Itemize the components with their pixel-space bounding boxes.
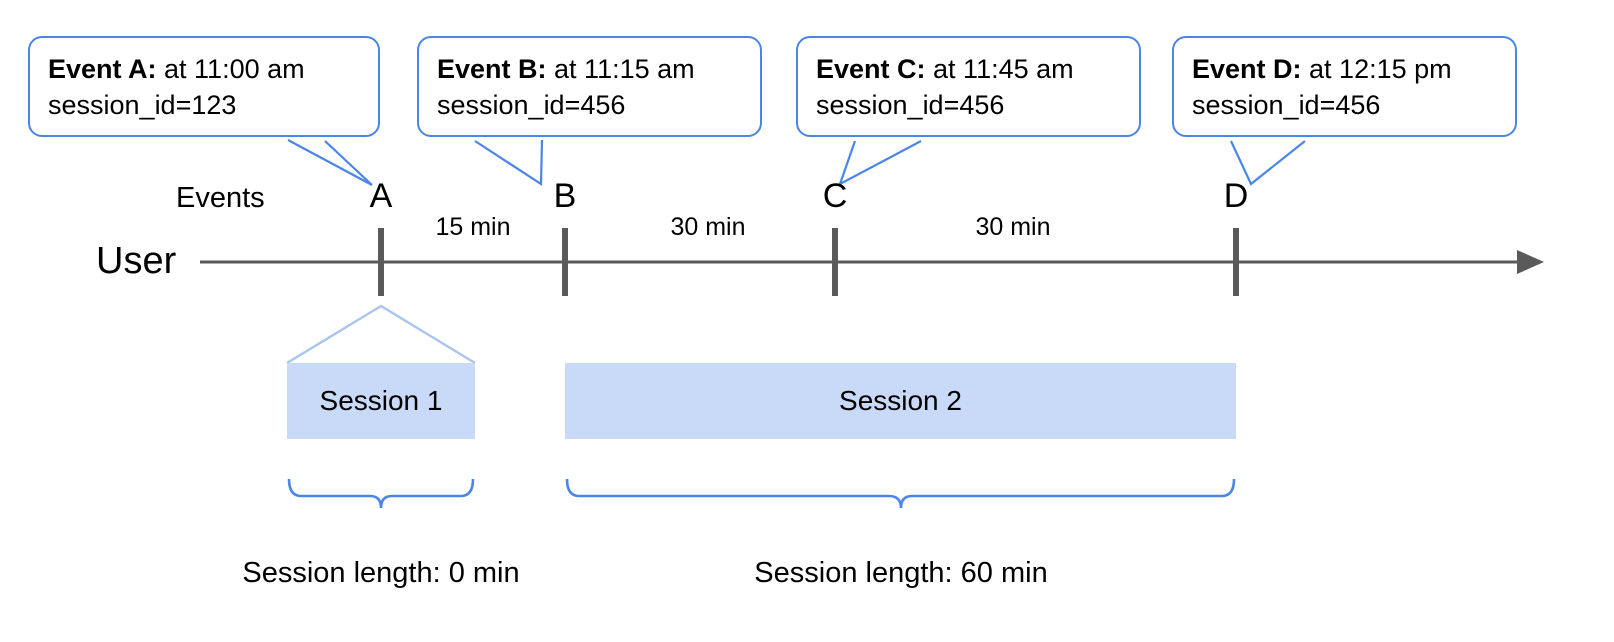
session-1-brace [287,478,475,509]
callout-tail-B [474,139,544,187]
session-bar-1[interactable]: Session 1 [287,363,475,439]
callout-tail-D [1230,140,1306,186]
session-bar-1-label: Session 1 [319,385,443,416]
callout-tail-A [287,139,373,186]
callout-event-b[interactable]: Event B: at 11:15 am session_id=456 [417,36,762,138]
callout-b-session: session_id=456 [437,89,626,120]
session-1-length-label: Session length: 0 min [242,557,520,589]
gap-label-a-b: 15 min [435,213,511,241]
gap-label-c-d: 30 min [975,213,1051,241]
callout-d-session: session_id=456 [1192,89,1381,120]
callout-event-c[interactable]: Event C: at 11:45 am session_id=456 [796,36,1141,138]
row-label-user: User [96,240,177,282]
session-bar-2[interactable]: Session 2 [565,363,1236,439]
callout-d-lead: Event D: [1192,54,1302,84]
event-letter-b: B [553,177,577,215]
callout-tail-C [838,140,922,187]
callout-a-lead: Event A: [48,54,157,84]
callout-event-a[interactable]: Event A: at 11:00 am session_id=123 [28,36,380,138]
event-letter-d: D [1223,177,1249,215]
row-label-events: Events [176,182,265,214]
session-bar-2-label: Session 2 [839,385,962,416]
callout-c-session: session_id=456 [816,89,1005,120]
event-letter-c: C [822,177,848,215]
callout-event-d[interactable]: Event D: at 12:15 pm session_id=456 [1172,36,1517,138]
callout-c-time: at 11:45 am [925,54,1074,84]
callout-a-session: session_id=123 [48,89,237,120]
session-2-brace [565,478,1236,509]
session-2-length-label: Session length: 60 min [754,557,1048,589]
gap-label-b-c: 30 min [670,213,746,241]
callout-a-time: at 11:00 am [156,54,305,84]
callout-d-time: at 12:15 pm [1301,54,1452,84]
event-letter-a: A [369,177,393,215]
callout-c-lead: Event C: [816,54,926,84]
callout-b-time: at 11:15 am [546,54,695,84]
callout-b-lead: Event B: [437,54,547,84]
session-1-leader [286,304,476,365]
